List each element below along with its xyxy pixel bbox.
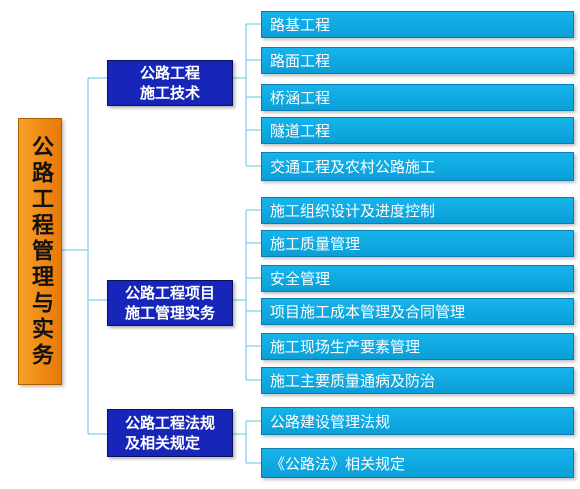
item-quality-management: 施工质量管理 <box>261 230 574 257</box>
cat3-branches <box>231 420 261 464</box>
item-tunnel: 隧道工程 <box>261 117 574 144</box>
item-construction-regulations: 公路建设管理法规 <box>261 407 574 435</box>
root-trunk <box>60 77 107 435</box>
item-pavement: 路面工程 <box>261 47 574 74</box>
cat2-branches <box>231 209 261 381</box>
item-organization-schedule: 施工组织设计及进度控制 <box>261 197 574 224</box>
item-subgrade: 路基工程 <box>261 11 574 38</box>
category-regulations: 公路工程法规 及相关规定 <box>107 409 233 457</box>
root-label: 公路工程管理与实务 <box>28 134 53 369</box>
item-quality-defects: 施工主要质量通病及防治 <box>261 367 574 394</box>
cat1-branches <box>231 23 261 167</box>
item-cost-contract: 项目施工成本管理及合同管理 <box>261 298 574 325</box>
root-node: 公路工程管理与实务 <box>18 118 62 385</box>
category-construction-tech: 公路工程 施工技术 <box>107 60 233 106</box>
item-site-resources: 施工现场生产要素管理 <box>261 333 574 360</box>
item-highway-law: 《公路法》相关规定 <box>261 448 574 478</box>
item-safety-management: 安全管理 <box>261 265 574 292</box>
item-traffic-rural: 交通工程及农村公路施工 <box>261 152 574 181</box>
item-bridge-culvert: 桥涵工程 <box>261 84 574 111</box>
category-project-management: 公路工程项目 施工管理实务 <box>107 280 233 326</box>
